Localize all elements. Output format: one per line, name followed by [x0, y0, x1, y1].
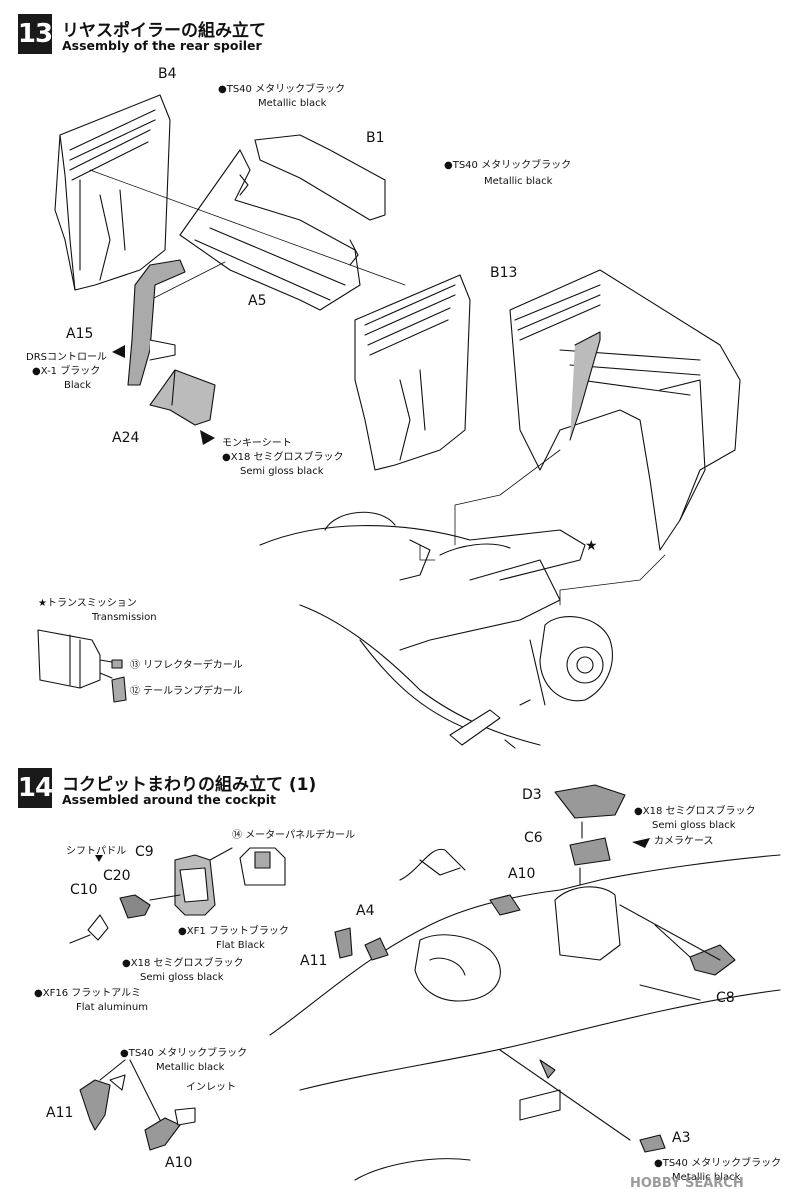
- step-14-title-en: Assembled around the cockpit: [62, 792, 276, 807]
- paint-note-drs: DRSコントロール: [26, 352, 107, 363]
- paint-note-semi-gloss-d: Semi gloss black: [140, 972, 224, 983]
- paint-note-ts40-c: ●TS40 メタリックブラック: [120, 1048, 248, 1059]
- paint-note-ts40-a: ●TS40 メタリックブラック: [218, 84, 346, 95]
- part-label-c6: C6: [524, 830, 543, 846]
- step-13-number-box: 13: [17, 14, 53, 54]
- paint-note-semi-gloss-c: Semi gloss black: [652, 820, 736, 831]
- part-label-a10: A10: [508, 866, 536, 882]
- inset-a11-a10-drawing: [79, 1059, 196, 1151]
- monkey-seat-a24-drawing: [149, 369, 216, 426]
- steering-assembly-drawing: [69, 847, 233, 944]
- step-13-title-jp: リヤスポイラーの組み立て: [62, 21, 266, 41]
- endplate-b13-drawing: [354, 274, 471, 471]
- part-label-a24: A24: [112, 430, 140, 446]
- drs-a15-drawing: [127, 259, 186, 386]
- part-a3-drawing: [499, 1049, 666, 1153]
- inlet-label: インレット: [186, 1082, 236, 1093]
- wing-b1-a5-drawing: [179, 134, 386, 311]
- paint-note-black: Black: [64, 380, 92, 391]
- part-label-c10: C10: [70, 882, 98, 898]
- paint-note-metallic-b: Metallic black: [484, 176, 553, 187]
- part-label-c9: C9: [135, 844, 154, 860]
- part-label-a15: A15: [66, 326, 94, 342]
- paint-note-flat-black: Flat Black: [216, 940, 265, 951]
- part-label-a5: A5: [248, 293, 267, 309]
- part-label-b1: B1: [366, 130, 385, 146]
- shift-paddle-label: シフトパドル: [66, 846, 127, 857]
- paint-note-camera-case: カメラケース: [654, 836, 714, 847]
- part-label-a3: A3: [672, 1130, 691, 1146]
- paint-note-flat-aluminum: Flat aluminum: [76, 1002, 148, 1013]
- step-14-number-box: 14: [17, 768, 53, 808]
- step-14-title-jp: コクピットまわりの組み立て (1): [62, 775, 317, 795]
- step-13-number: 13: [17, 19, 53, 49]
- paint-note-x18-d: ●X18 セミグロスブラック: [122, 958, 244, 969]
- paint-note-ts40-b: ●TS40 メタリックブラック: [444, 160, 572, 171]
- paint-note-x1: ●X-1 ブラック: [32, 366, 101, 377]
- paint-note-xf1: ●XF1 フラットブラック: [178, 926, 289, 937]
- paint-note-x18-c: ●X18 セミグロスブラック: [634, 806, 756, 817]
- transmission-inset-drawing: [37, 629, 127, 703]
- paint-note-xf16: ●XF16 フラットアルミ: [34, 988, 142, 999]
- transmission-label-jp: ★トランスミッション: [38, 598, 137, 609]
- part-label-c20: C20: [103, 868, 131, 884]
- decal-13-label: ⑬ リフレクターデカール: [130, 660, 243, 671]
- part-label-d3: D3: [522, 787, 542, 803]
- step-13-title-en: Assembly of the rear spoiler: [62, 38, 262, 53]
- paint-note-metallic-d: Metallic black: [672, 1172, 741, 1183]
- part-label-a10-inset: A10: [165, 1155, 193, 1171]
- transmission-label-en: Transmission: [92, 612, 157, 623]
- assembled-wing-drawing: [509, 269, 741, 551]
- small-parts-14-drawing: [334, 848, 521, 961]
- part-c8-drawing: [654, 924, 736, 976]
- step-14-number: 14: [17, 773, 53, 803]
- paint-note-semi-gloss: Semi gloss black: [240, 466, 324, 477]
- star-marker: ★: [585, 538, 598, 554]
- part-label-b4: B4: [158, 66, 177, 82]
- cockpit-body-drawing: [269, 854, 781, 1181]
- part-label-c8: C8: [716, 990, 735, 1006]
- decal-12-label: ⑫ テールランプデカール: [130, 686, 243, 697]
- meter-panel-decal-label: ⑭ メーターパネルデカール: [232, 830, 356, 841]
- paint-note-ts40-d: ●TS40 メタリックブラック: [654, 1158, 782, 1169]
- paint-note-monkey-seat: モンキーシート: [222, 438, 292, 449]
- paint-note-x18: ●X18 セミグロスブラック: [222, 452, 344, 463]
- paint-note-metallic-a: Metallic black: [258, 98, 327, 109]
- camera-parts-drawing: [554, 784, 626, 886]
- part-label-b13: B13: [490, 265, 518, 281]
- car-rear-13-drawing: [259, 511, 613, 749]
- part-label-a11-inset: A11: [46, 1105, 74, 1121]
- paint-note-metallic-c: Metallic black: [156, 1062, 225, 1073]
- pointer-triangles: [95, 345, 650, 862]
- meter-panel-drawing: [239, 847, 286, 886]
- part-label-a11: A11: [300, 953, 328, 969]
- part-label-a4: A4: [356, 903, 375, 919]
- watermark: HOBBY SEARCH: [630, 1176, 744, 1191]
- guide-lines-13b: [419, 449, 666, 606]
- endplate-b4-drawing: [54, 94, 171, 291]
